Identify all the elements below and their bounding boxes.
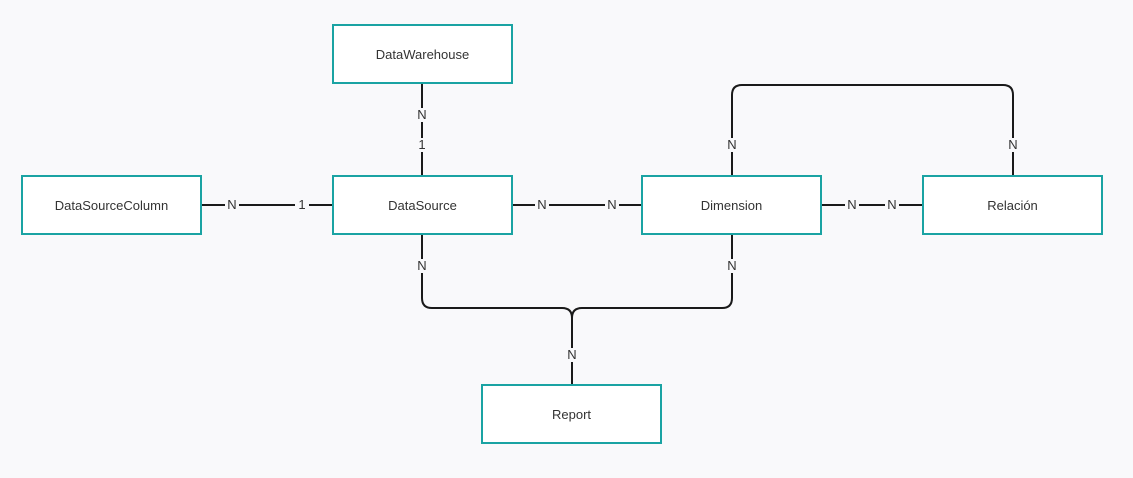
entity-dimension[interactable]: Dimension <box>641 175 822 235</box>
cardinality-label: N <box>605 198 619 212</box>
entity-label: DataSource <box>388 197 457 213</box>
dimension-relacion-loop-connector <box>731 84 1014 176</box>
report-bracket-connector <box>421 235 733 385</box>
cardinality-label: N <box>415 108 429 122</box>
cardinality-label: 1 <box>295 198 309 212</box>
entity-label: DataSourceColumn <box>54 197 169 213</box>
cardinality-label: N <box>885 198 899 212</box>
entity-data-warehouse[interactable]: DataWarehouse <box>332 24 513 84</box>
cardinality-label: N <box>725 138 739 152</box>
cardinality-label: N <box>565 348 579 362</box>
entity-report[interactable]: Report <box>481 384 662 444</box>
entity-label: Report <box>551 406 592 422</box>
entity-label: DataWarehouse <box>375 46 470 62</box>
entity-data-source[interactable]: DataSource <box>332 175 513 235</box>
entity-relacion[interactable]: Relación <box>922 175 1103 235</box>
cardinality-label: N <box>415 259 429 273</box>
entity-label: Dimension <box>700 197 763 213</box>
entity-label: Relación <box>987 197 1038 213</box>
cardinality-label: N <box>845 198 859 212</box>
cardinality-label: N <box>535 198 549 212</box>
entity-data-source-column[interactable]: DataSourceColumn <box>21 175 202 235</box>
cardinality-label: N <box>725 259 739 273</box>
cardinality-label: N <box>1006 138 1020 152</box>
cardinality-label: N <box>225 198 239 212</box>
cardinality-label: 1 <box>415 138 429 152</box>
